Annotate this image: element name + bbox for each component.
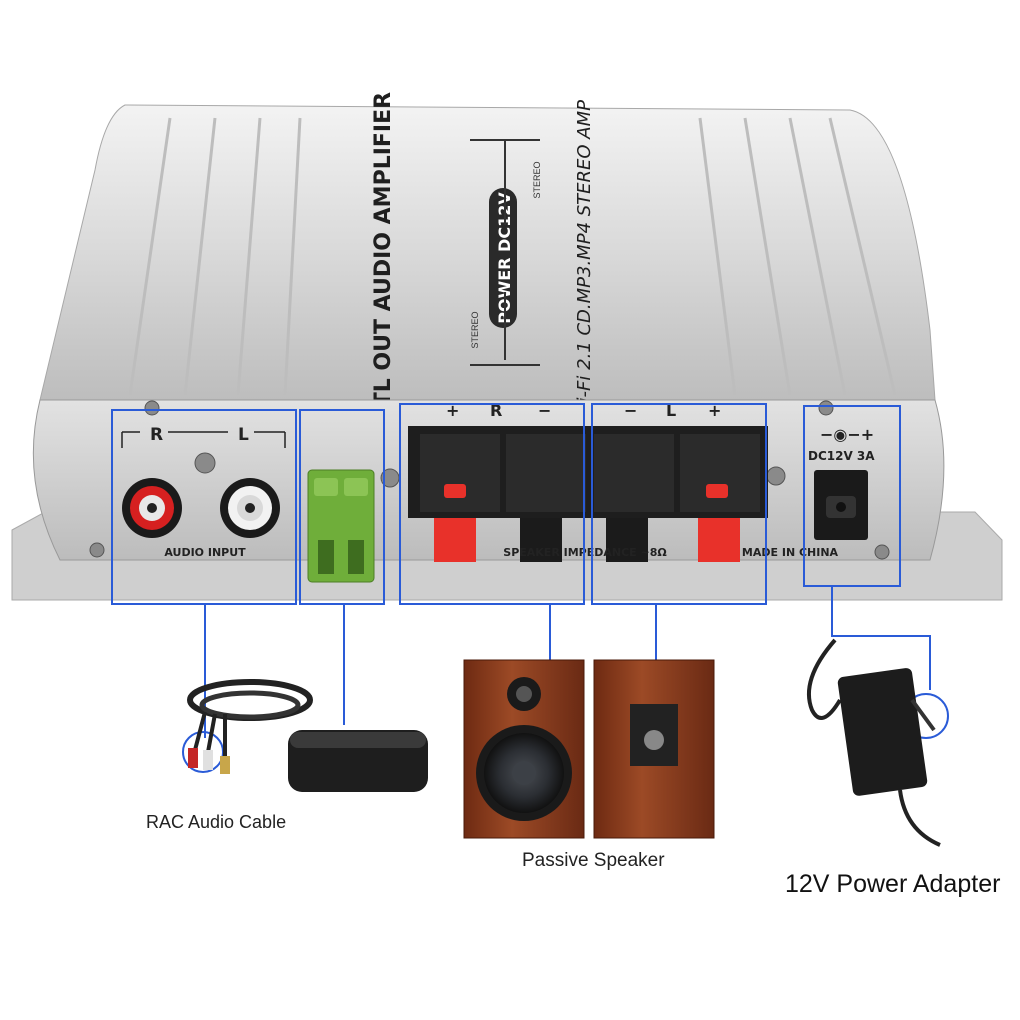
speaker-terminal-icon bbox=[408, 426, 768, 562]
svg-text:−◉−+: −◉−+ bbox=[820, 425, 874, 444]
speaker-l: L bbox=[666, 401, 676, 420]
input-l-label: L bbox=[238, 425, 249, 445]
rca-jack-icon bbox=[122, 478, 182, 538]
audio-input-label: AUDIO INPUT bbox=[164, 546, 246, 559]
dc-jack-icon bbox=[814, 470, 868, 540]
screws bbox=[89, 400, 890, 560]
speaker-r: R bbox=[490, 401, 502, 420]
dc-label: DC12V 3A bbox=[808, 449, 875, 463]
caption-audio-cable: RAC Audio Cable bbox=[146, 812, 287, 832]
passive-speaker-icon bbox=[593, 659, 715, 839]
top-stereo-right: STEREO bbox=[532, 161, 542, 198]
audio-cable-icon bbox=[187, 679, 313, 774]
amplifier-top bbox=[39, 104, 936, 401]
speaker-plus-r: + bbox=[446, 401, 459, 420]
speaker-plus-l: + bbox=[708, 401, 721, 420]
passive-speaker-icon bbox=[463, 659, 585, 839]
top-stereo-left: STEREO bbox=[470, 311, 480, 348]
top-markings: BTL OUT AUDIO AMPLIFIER bbox=[371, 92, 396, 424]
made-in-label: MADE IN CHINA bbox=[742, 546, 839, 559]
top-title: BTL OUT AUDIO AMPLIFIER bbox=[371, 92, 396, 424]
heatsink-fins bbox=[128, 117, 897, 396]
green-terminal-block-icon bbox=[307, 469, 375, 583]
speaker-minus-r: − bbox=[538, 401, 551, 420]
caption-power-adapter: 12V Power Adapter bbox=[785, 870, 1001, 898]
bluetooth-speaker-icon bbox=[288, 730, 428, 792]
top-power: POWER DC12V bbox=[495, 192, 514, 324]
speaker-impedance-label: SPEAKER IMPEDANCE ~8Ω bbox=[503, 546, 667, 559]
power-adapter-icon bbox=[807, 638, 941, 847]
speaker-minus-l: − bbox=[624, 401, 637, 420]
top-model: Hi-Fi 2.1 CD.MP3.MP4 STEREO AMP bbox=[574, 100, 595, 416]
amplifier: BTL OUT AUDIO AMPLIFIER POWER DC12V STER… bbox=[11, 92, 1003, 601]
input-r-label: R bbox=[150, 425, 163, 445]
highlight-boxes bbox=[111, 403, 949, 773]
rca-jack-icon bbox=[220, 478, 280, 538]
caption-passive-speaker: Passive Speaker bbox=[522, 850, 665, 871]
